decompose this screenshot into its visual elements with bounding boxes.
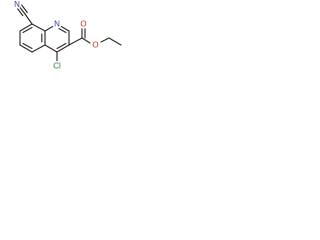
bond-c8-c7-inner [22,26,33,34]
bond-carbonyl-ester-o [81,37,91,44]
bond-layer [16,3,122,63]
bond-ester-o-ch2 [100,37,110,43]
bond-c3-c4 [56,44,70,53]
bond-c4-c4a [44,44,58,53]
chlorine-atom: Cl [50,61,64,71]
bond-c8a-c8 [31,23,46,32]
carbonyl-oxygen-atom: O [78,19,89,29]
ring-nitrogen-atom: N [52,19,62,29]
carbonyl-oxygen-label: O [80,20,86,29]
bond-nitrile-2 [20,3,28,13]
bond-c3-c4-inner [56,42,67,50]
atom-layer: N N O O Cl [12,0,101,71]
molecule-structure: N N O O Cl [12,0,122,71]
ring-nitrogen-label: N [54,20,60,29]
chlorine-label: Cl [53,62,61,71]
bond-c8-c7 [19,23,33,32]
bond-ch2-ch3 [108,37,122,46]
bond-c3-carbonyl [68,37,83,46]
bond-nitrile-3 [16,7,24,17]
bond-c6-c5 [19,44,33,53]
bond-c6-c5-inner [22,42,33,50]
nitrile-nitrogen-atom: N [12,0,22,9]
bond-c5-c4a [31,44,46,53]
nitrile-nitrogen-label: N [14,0,20,9]
ester-oxygen-atom: O [90,40,101,50]
ester-oxygen-label: O [92,41,98,50]
bond-c8-cn [24,13,33,25]
